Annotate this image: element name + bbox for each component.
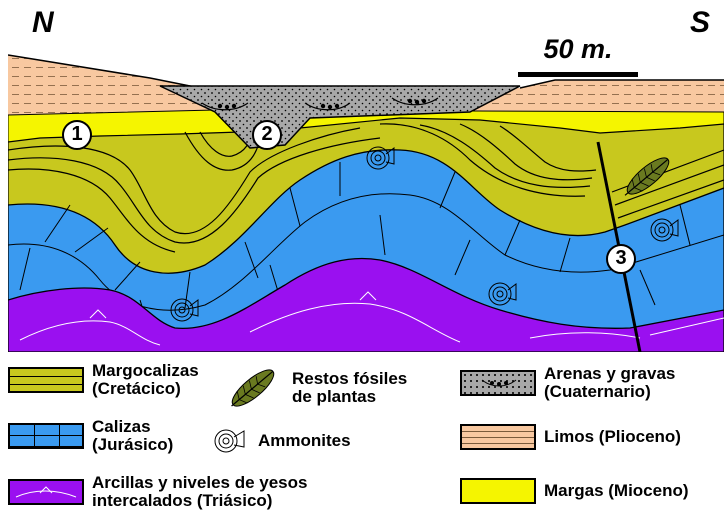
south-label: S [690, 6, 711, 39]
calizas-label-1: Calizas [92, 417, 151, 436]
calizas-layer [8, 149, 724, 352]
scale-bar [518, 72, 638, 77]
margas-label: Margas (Mioceno) [544, 481, 689, 500]
margocalizas-label-1: Margocalizas [92, 361, 199, 380]
marker-3: 3 [606, 244, 636, 274]
ammonites-label: Ammonites [258, 431, 351, 450]
geologic-cross-section [8, 54, 724, 352]
legend-plantas: Restos fósiles de plantas [222, 362, 407, 414]
marker-1: 1 [62, 120, 92, 150]
ammonite-fossil [488, 282, 517, 306]
limos-label: Limos (Plioceno) [544, 427, 681, 446]
legend-margocalizas: Margocalizas (Cretácico) [8, 362, 199, 398]
calizas-swatch [8, 423, 84, 449]
scale-label: 50 m. [543, 34, 613, 64]
arcillas-layer [8, 257, 724, 352]
margocalizas-label-2: (Cretácico) [92, 379, 181, 398]
ammonite-fossil [170, 298, 199, 322]
legend-limos: Limos (Plioceno) [460, 424, 681, 450]
marker-2: 2 [252, 120, 282, 150]
margas-swatch [460, 478, 536, 504]
arcillas-swatch [8, 479, 84, 505]
ammonite-fossil [650, 218, 679, 242]
fern-fossil-icon [231, 369, 275, 407]
legend-arenas: Arenas y gravas (Cuaternario) [460, 365, 675, 401]
ammonite-fossil [366, 146, 395, 170]
plantas-label-2: de plantas [292, 387, 377, 406]
limos-swatch [460, 424, 536, 450]
margocalizas-swatch [8, 367, 84, 393]
calizas-label-2: (Jurásico) [92, 435, 174, 454]
arenas-label-1: Arenas y gravas [544, 364, 676, 383]
arcillas-label-2: intercalados (Triásico) [92, 491, 273, 510]
legend-ammonites: Ammonites [210, 426, 351, 456]
legend-calizas: Calizas (Jurásico) [8, 418, 173, 454]
legend-margas: Margas (Mioceno) [460, 478, 689, 504]
arenas-label-2: (Cuaternario) [544, 382, 651, 401]
ammonite-icon [214, 429, 245, 453]
fern-fossil [624, 157, 670, 196]
north-label: N [32, 6, 54, 39]
arcillas-label-1: Arcillas y niveles de yesos [92, 473, 308, 492]
arenas-swatch [460, 370, 536, 396]
plantas-label-1: Restos fósiles [292, 369, 408, 388]
legend-arcillas: Arcillas y niveles de yesos intercalados… [8, 474, 307, 510]
